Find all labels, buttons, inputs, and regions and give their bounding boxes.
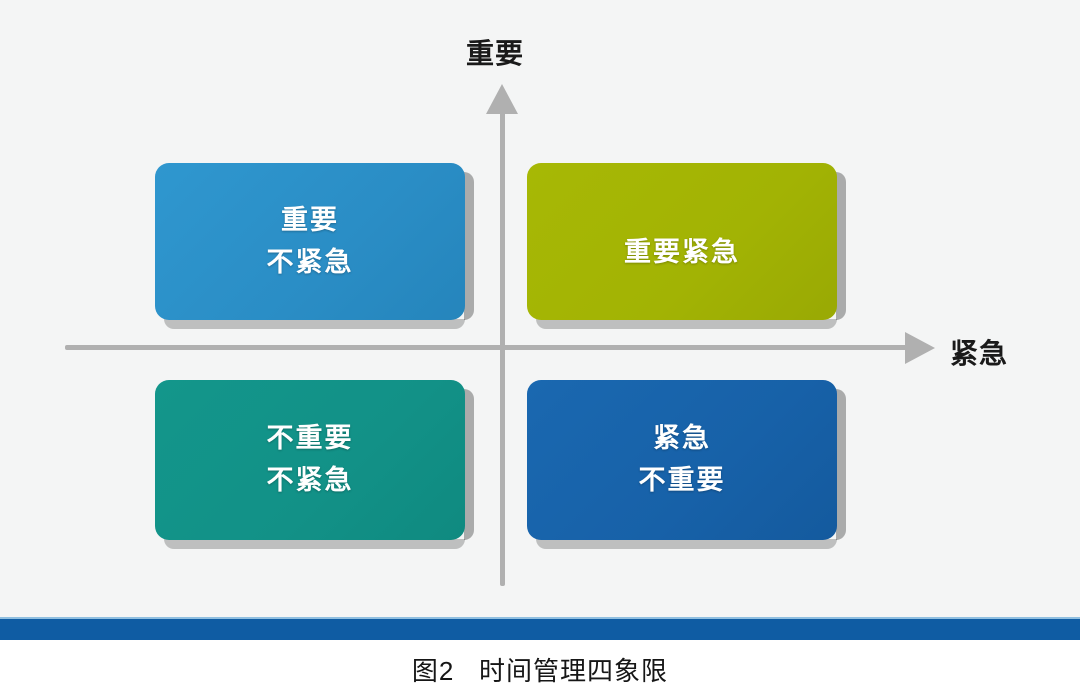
x-axis-line	[65, 345, 913, 350]
x-axis-label: 紧急	[950, 338, 1009, 369]
quadrant-important-not-urgent[interactable]: 重要 不紧急	[155, 163, 474, 329]
bottom-divider-bar	[0, 617, 1080, 640]
quadrant-label-line: 不紧急	[266, 246, 354, 277]
quadrant-label-line: 不重要	[638, 465, 726, 495]
quadrant-label-stack: 紧急 不重要	[639, 418, 726, 502]
quadrant-label-stack: 重要 不紧急	[267, 200, 354, 284]
quadrant-label-line: 重要紧急	[624, 236, 740, 267]
quadrant-label-line: 不重要	[266, 423, 354, 454]
quadrant-label-line: 紧急	[653, 423, 711, 454]
quadrant-label-stack: 不重要 不紧急	[267, 418, 354, 502]
y-axis-line	[500, 110, 505, 586]
y-axis-label: 重要	[466, 38, 525, 69]
quadrant-label-line: 重要	[281, 204, 339, 235]
quadrant-label-stack: 重要紧急	[624, 232, 740, 274]
figure-caption: 图2 时间管理四象限	[411, 656, 669, 686]
y-axis-arrow-icon	[486, 84, 518, 114]
quadrant-urgent-not-important[interactable]: 紧急 不重要	[527, 380, 846, 549]
quadrant-label-line: 不紧急	[266, 465, 354, 495]
quadrant-important-urgent[interactable]: 重要紧急	[527, 163, 846, 329]
caption-area: 图2 时间管理四象限	[0, 640, 1080, 699]
quadrant-not-important-not-urgent[interactable]: 不重要 不紧急	[155, 380, 474, 549]
x-axis-arrow-icon	[905, 332, 935, 364]
